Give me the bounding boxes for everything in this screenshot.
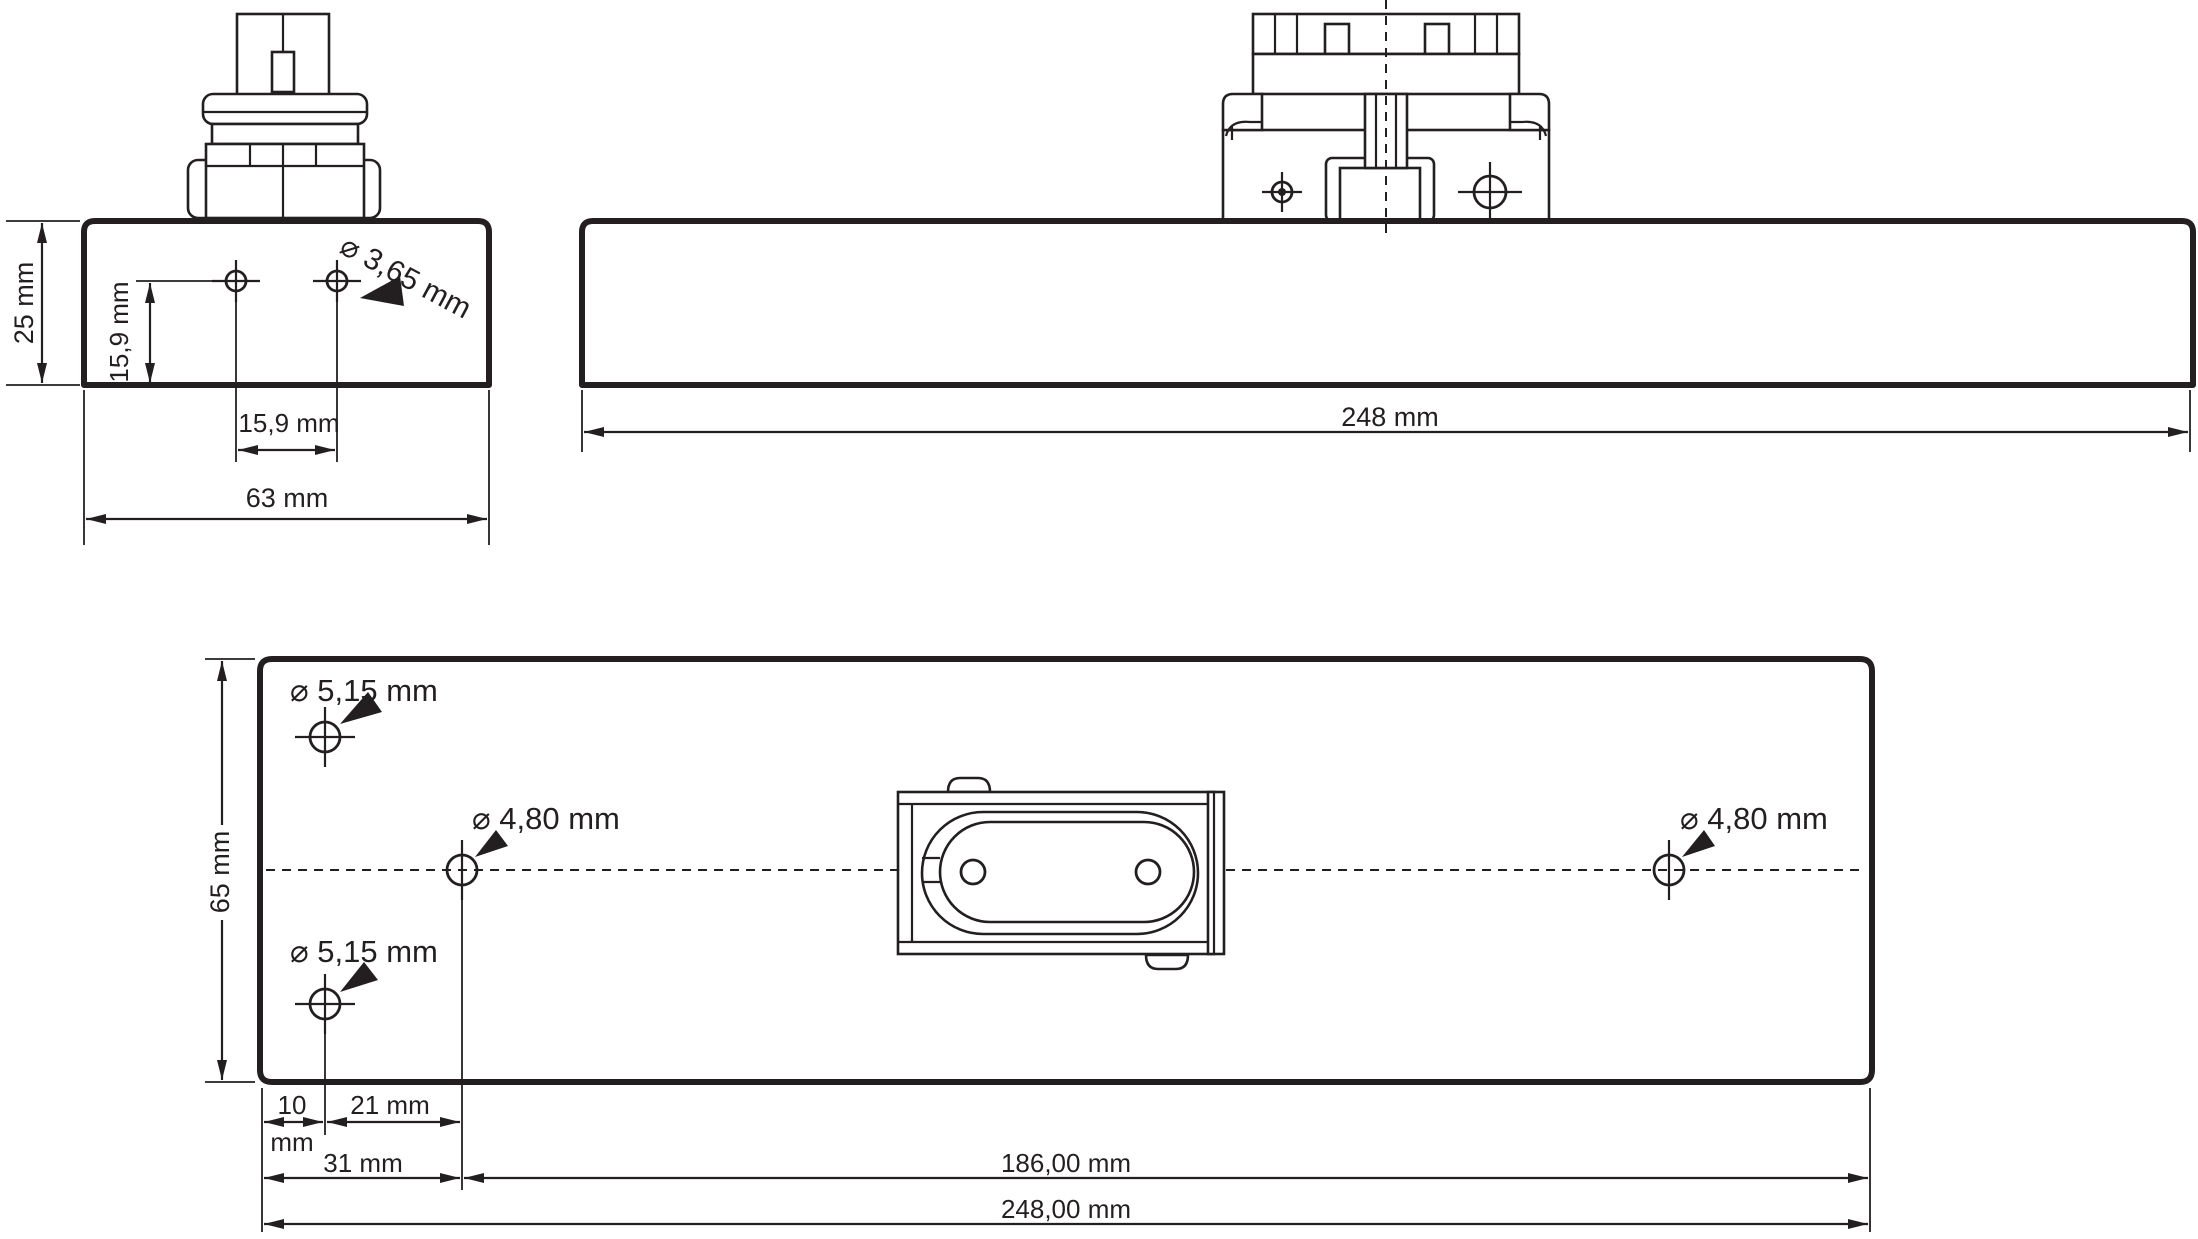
- top-body-outline: [257, 656, 1875, 1085]
- side-hole-height-label: 15,9 mm: [104, 281, 134, 382]
- side-width-label: 63 mm: [246, 483, 329, 513]
- dim-186-label: 186,00 mm: [1001, 1148, 1131, 1178]
- top-hole-upper-label: ⌀ 5,15 mm: [290, 673, 438, 708]
- side-hole-diameter-arrow: [360, 276, 404, 306]
- top-extension-lines: [261, 900, 1871, 1232]
- side-hole-right: [313, 260, 361, 302]
- side-hole-height-dimension: [136, 280, 214, 383]
- top-hole-left-label: ⌀ 4,80 mm: [472, 801, 620, 836]
- dim-21-label: 21 mm: [350, 1090, 429, 1120]
- top-hole-upper-arrow: [340, 692, 382, 724]
- dim-10-value: 10: [278, 1090, 307, 1120]
- top-hole-upper: [295, 707, 355, 767]
- top-hole-lower-arrow: [340, 962, 378, 992]
- top-hole-lower-label: ⌀ 5,15 mm: [290, 934, 438, 969]
- side-body-outline: [81, 218, 492, 388]
- front-connector: [1221, 0, 1551, 240]
- side-view: ⌀ 3,65 mm 25 mm 15,9 mm 15,9 mm 63 mm: [6, 12, 492, 545]
- top-view: ⌀ 5,15 mm ⌀ 5,15 mm ⌀ 4,80 mm ⌀ 4,80 mm …: [205, 656, 1875, 1232]
- side-width-dimension: [83, 390, 490, 545]
- front-body-outline: [579, 218, 2196, 388]
- side-hole-spacing-label: 15,9 mm: [238, 408, 339, 438]
- front-length-label: 248 mm: [1341, 402, 1439, 432]
- top-connector: [896, 776, 1226, 971]
- side-hole-left: [212, 260, 260, 302]
- front-length-dimension: [581, 390, 2191, 452]
- dim-248-label: 248,00 mm: [1001, 1194, 1131, 1224]
- top-hole-right-label: ⌀ 4,80 mm: [1680, 801, 1828, 836]
- side-hole-diameter-label: ⌀ 3,65 mm: [335, 229, 477, 325]
- top-hole-right-arrow: [1682, 830, 1715, 857]
- top-hole-lower: [295, 974, 355, 1034]
- side-height-label: 25 mm: [9, 262, 39, 345]
- dim-10-unit: mm: [270, 1127, 313, 1157]
- top-hole-right: [1652, 840, 1686, 900]
- side-hole-spacing-dimension: [235, 302, 338, 462]
- top-hole-left-arrow: [475, 830, 508, 857]
- side-height-dimension: [6, 220, 80, 386]
- front-view: 248 mm: [579, 0, 2196, 452]
- dim-31-label: 31 mm: [323, 1148, 402, 1178]
- top-height-label: 65 mm: [205, 831, 235, 914]
- top-height-dimension: [205, 658, 255, 1083]
- side-connector: [186, 12, 382, 220]
- top-hole-left: [445, 840, 479, 900]
